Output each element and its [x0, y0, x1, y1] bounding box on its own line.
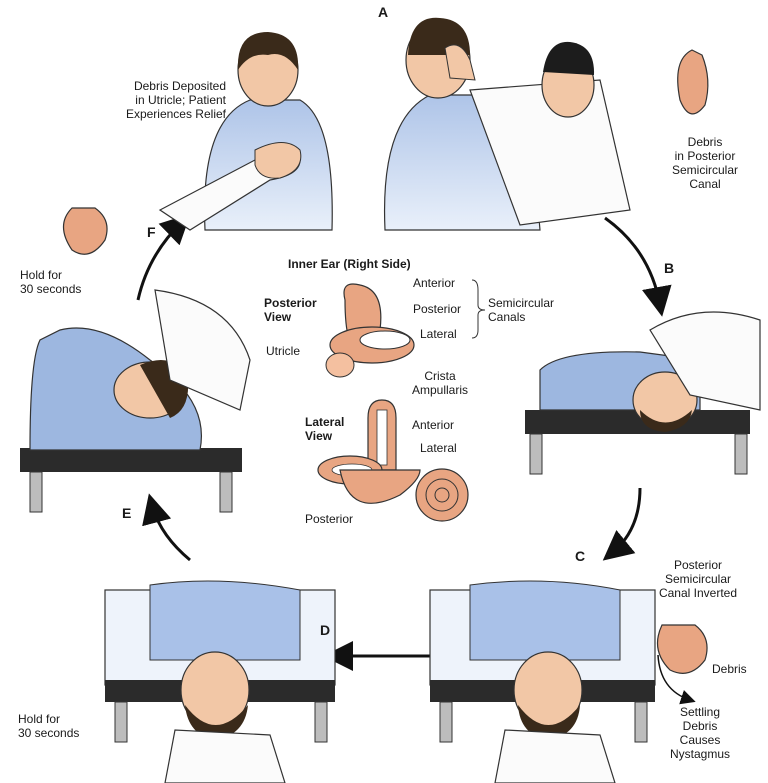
label-posterior-1: Posterior — [413, 302, 462, 316]
label-crista-ampullaris: Crista Ampullaris — [411, 369, 468, 397]
label-lateral-1: Lateral — [420, 327, 457, 341]
inner-ear-lateral-view — [317, 399, 469, 522]
inner-ear-title: Inner Ear (Right Side) — [288, 257, 411, 271]
step-label-e: E — [122, 505, 132, 521]
caption-debris-c: Debris — [712, 662, 747, 676]
label-posterior-2: Posterior — [305, 512, 354, 526]
step-label-f: F — [147, 224, 156, 240]
label-anterior-2: Anterior — [412, 418, 455, 432]
panel-c-figure — [429, 580, 708, 783]
arrow-d-to-e — [142, 493, 191, 562]
label-semicircular-canals: Semicircular Canals — [488, 296, 555, 324]
arrow-b-to-c — [602, 487, 642, 561]
panel-d-figure — [104, 580, 336, 783]
caption-settling: Settling Debris Causes Nystagmus — [669, 705, 731, 761]
canals-bracket — [471, 279, 486, 339]
step-label-c: C — [575, 548, 586, 564]
caption-posterior-inverted: Posterior Semicircular Canal Inverted — [658, 558, 738, 600]
panel-a-figure — [383, 17, 709, 231]
panel-f-figure — [62, 32, 333, 255]
panel-e-figure — [20, 289, 251, 513]
label-utricle: Utricle — [266, 344, 301, 358]
label-anterior-1: Anterior — [413, 276, 456, 290]
inner-ear-posterior-view — [325, 283, 415, 378]
step-label-b: B — [664, 260, 675, 276]
arrow-e-to-f — [136, 213, 191, 301]
caption-debris-deposited: Debris Deposited in Utricle; Patient Exp… — [125, 79, 226, 121]
label-lateral-2: Lateral — [420, 441, 457, 455]
posterior-view-heading: Posterior View — [264, 296, 317, 324]
caption-debris-posterior: Debris in Posterior Semicircular Canal — [671, 135, 738, 191]
panel-b-figure — [525, 311, 761, 475]
arrow-a-to-b — [604, 216, 672, 317]
lateral-view-heading: Lateral View — [305, 415, 345, 443]
caption-hold-f: Hold for 30 seconds — [20, 268, 82, 296]
step-label-d: D — [320, 622, 331, 638]
step-label-a: A — [378, 4, 389, 20]
caption-hold-d: Hold for 30 seconds — [18, 712, 80, 740]
